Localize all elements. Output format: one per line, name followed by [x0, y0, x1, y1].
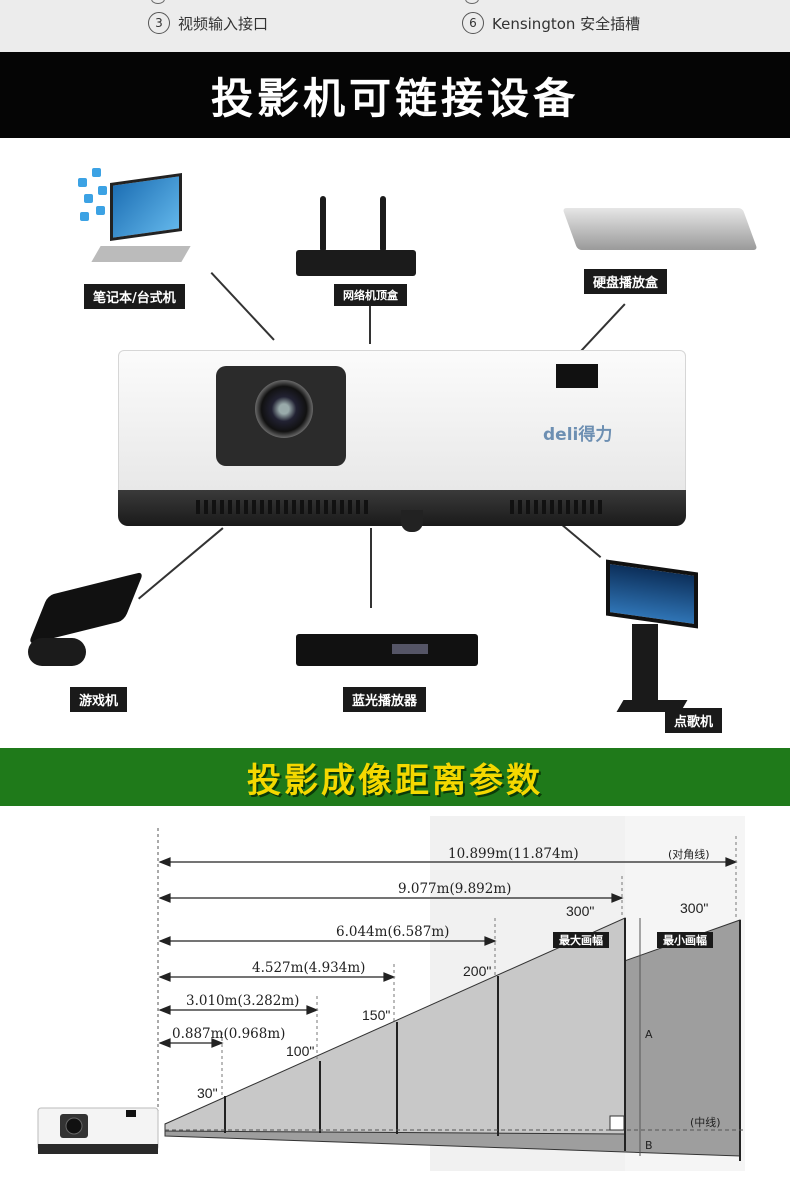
- projector-image: deli得力: [118, 350, 686, 532]
- size-label-300-min: 300": [680, 900, 708, 916]
- circled-number-icon: 6: [462, 12, 484, 34]
- distance-banner: 投影成像距离参数: [0, 748, 790, 806]
- distance-label-100: 3.010m(3.282m): [186, 993, 299, 1009]
- diagonal-label: (对角线): [668, 847, 710, 861]
- vent-grille: [510, 500, 602, 514]
- label-kiosk: 点歌机: [665, 708, 723, 733]
- partial-circle-icon: [465, 0, 479, 4]
- connection-wire: [138, 527, 224, 600]
- dimension-b-label: B: [645, 1139, 653, 1152]
- size-label-30: 30": [197, 1085, 218, 1101]
- size-label-300-max: 300": [566, 903, 594, 919]
- max-size-tag: [553, 932, 609, 948]
- distance-label-30: 0.887m(0.968m): [172, 1026, 285, 1042]
- size-label-150: 150": [362, 1007, 390, 1023]
- lens-icon: [255, 380, 313, 438]
- router-antenna: [320, 196, 326, 252]
- center-line-label: (中线): [690, 1115, 721, 1129]
- label-laptop: 笔记本/台式机: [84, 284, 185, 309]
- distance-title: 投影成像距离参数: [247, 760, 543, 801]
- router-antenna: [380, 196, 386, 252]
- hdd-player-image: [562, 208, 758, 250]
- network-box-image: [296, 250, 416, 276]
- port-label: Kensington 安全插槽: [492, 14, 641, 33]
- player-display: [392, 644, 428, 654]
- port-list-strip: 3 视频输入接口 6 Kensington 安全插槽: [0, 0, 790, 52]
- connection-wire: [575, 303, 626, 358]
- ir-sensor: [556, 364, 598, 388]
- karaoke-kiosk-screen: [606, 559, 698, 629]
- vent-grille: [196, 500, 368, 514]
- distance-label-150: 4.527m(4.934m): [252, 960, 365, 976]
- throw-distance-diagram: 10.899m(11.874m) 9.077m(9.892m) 6.044m(6…: [0, 806, 790, 1181]
- right-angle-marker: [609, 1115, 625, 1131]
- port-item-kensington: 6 Kensington 安全插槽: [462, 12, 640, 34]
- label-game: 游戏机: [70, 687, 128, 712]
- label-hdd: 硬盘播放盒: [584, 269, 668, 294]
- brand-logo: deli得力: [543, 425, 613, 445]
- devices-banner: 投影机可链接设备: [0, 52, 790, 138]
- adjust-foot: [401, 510, 423, 532]
- bluray-player-image: [296, 634, 478, 666]
- distance-label-300-max: 9.077m(9.892m): [398, 881, 511, 897]
- port-label: 视频输入接口: [178, 14, 269, 33]
- max-size-tag-text: 最大画幅: [559, 933, 603, 947]
- connection-wire: [210, 272, 275, 341]
- min-size-tag-text: 最小画幅: [663, 933, 707, 947]
- size-label-100: 100": [286, 1043, 314, 1059]
- karaoke-kiosk-stand: [632, 624, 658, 708]
- devices-title: 投影机可链接设备: [210, 73, 579, 123]
- min-size-tag: [657, 932, 713, 948]
- desktop-computer-image: [110, 172, 182, 242]
- throw-distance-svg: 10.899m(11.874m) 9.077m(9.892m) 6.044m(6…: [37, 816, 745, 1171]
- distance-arrows: [158, 857, 738, 1048]
- partial-circle-icon: [151, 0, 165, 4]
- small-projector-image: [37, 1107, 159, 1154]
- label-router: 网络机顶盒: [334, 284, 407, 306]
- circled-number-icon: 3: [148, 12, 170, 34]
- connectable-devices-area: 笔记本/台式机 网络机顶盒 硬盘播放盒 deli得力 游戏机 蓝光播放器 点歌机: [0, 138, 790, 748]
- distance-label-300-min: 10.899m(11.874m): [448, 846, 579, 862]
- dimension-a-label: A: [645, 1028, 653, 1041]
- keyboard-image: [91, 246, 191, 262]
- size-label-200: 200": [463, 963, 491, 979]
- distance-label-200: 6.044m(6.587m): [336, 924, 449, 940]
- port-item-video-input: 3 视频输入接口: [148, 12, 268, 34]
- game-console-image: [28, 571, 144, 645]
- gamepad-icon: [28, 638, 86, 666]
- app-icons-cluster: [78, 168, 118, 238]
- connection-wire: [370, 528, 372, 608]
- distance-guides: [221, 836, 737, 1096]
- label-bluray: 蓝光播放器: [343, 687, 427, 712]
